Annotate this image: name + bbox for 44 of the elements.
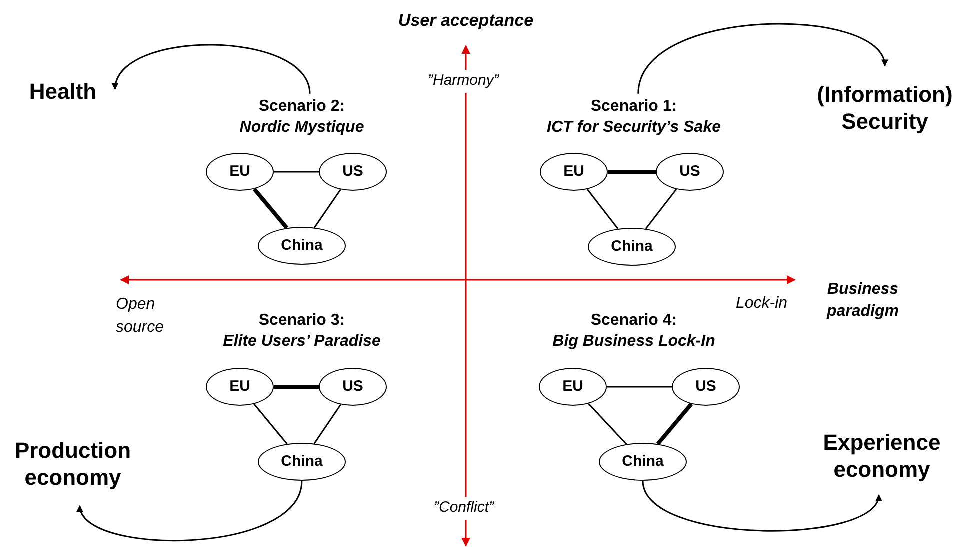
region-ellipse: EU — [540, 153, 608, 191]
link-line — [645, 188, 678, 230]
link-line — [588, 403, 628, 445]
region-ellipse: US — [319, 153, 387, 191]
region-ellipse: US — [672, 368, 740, 406]
region-ellipse: EU — [206, 368, 274, 406]
region-ellipse: China — [258, 443, 346, 481]
link-line — [656, 402, 694, 446]
link-line — [608, 170, 656, 174]
link-line — [252, 188, 289, 230]
axis-label: Business paradigm — [826, 280, 900, 322]
outcome-label: Experience economy — [822, 429, 942, 483]
region-ellipse: China — [258, 227, 346, 265]
scenario-heading: Scenario 4: — [590, 311, 678, 331]
link-line — [607, 386, 672, 388]
scenario-name: ICT for Security’s Sake — [547, 118, 721, 138]
region-ellipse: China — [588, 228, 676, 266]
axis-label: User acceptance — [397, 10, 535, 32]
scenario-heading: Scenario 1: — [590, 97, 678, 117]
axis-label: Lock-in — [736, 294, 789, 314]
scenario-heading: Scenario 3: — [258, 311, 346, 331]
region-ellipse: US — [319, 368, 387, 406]
scenario-name: Nordic Mystique — [240, 118, 364, 138]
scenario-name: Big Business Lock-In — [552, 332, 716, 352]
outcome-label: (Information) Security — [816, 81, 954, 135]
region-ellipse: EU — [539, 368, 607, 406]
region-ellipse: China — [599, 443, 687, 481]
scenario-name: Elite Users’ Paradise — [223, 332, 381, 352]
outcome-label: Health — [29, 78, 97, 104]
link-line — [314, 404, 342, 444]
link-line — [274, 385, 319, 389]
axis-label: Open source — [116, 295, 166, 338]
link-line — [314, 189, 342, 228]
scenario-heading: Scenario 2: — [258, 97, 346, 117]
link-line — [254, 404, 288, 445]
outcome-label: Production economy — [14, 437, 132, 491]
curved-arrow — [642, 480, 880, 532]
curved-arrow — [638, 24, 886, 94]
region-ellipse: US — [656, 153, 724, 191]
curved-arrow — [78, 480, 303, 542]
link-line — [274, 171, 319, 173]
curved-arrow — [114, 44, 311, 94]
link-line — [586, 188, 619, 230]
region-ellipse: EU — [206, 153, 274, 191]
